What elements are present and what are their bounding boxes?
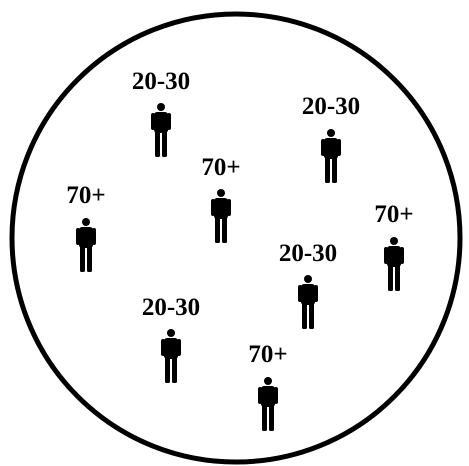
population-circle: [9, 11, 463, 465]
person-group-3: 70+: [201, 154, 241, 243]
person-icon: [211, 189, 231, 243]
person-group-8: 70+: [248, 341, 288, 431]
person-icon: [258, 377, 278, 431]
person-icon: [321, 129, 341, 183]
person-icon: [76, 218, 96, 272]
age-label-4: 70+: [66, 182, 105, 209]
person-icon: [161, 329, 181, 383]
person-group-2: 20-30: [302, 93, 360, 183]
person-icon: [298, 275, 318, 329]
person-icon: [384, 237, 404, 291]
person-group-1: 20-30: [132, 68, 190, 157]
age-label-7: 20-30: [142, 294, 200, 321]
age-label-8: 70+: [248, 341, 287, 368]
age-label-5: 70+: [374, 201, 413, 228]
person-group-7: 20-30: [142, 294, 200, 383]
age-label-1: 20-30: [132, 68, 190, 95]
person-group-4: 70+: [66, 182, 106, 272]
person-group-6: 20-30: [279, 240, 337, 329]
age-label-2: 20-30: [302, 93, 360, 120]
person-icon: [151, 103, 171, 157]
age-label-6: 20-30: [279, 240, 337, 267]
age-label-3: 70+: [201, 154, 240, 181]
person-group-5: 70+: [374, 201, 414, 291]
